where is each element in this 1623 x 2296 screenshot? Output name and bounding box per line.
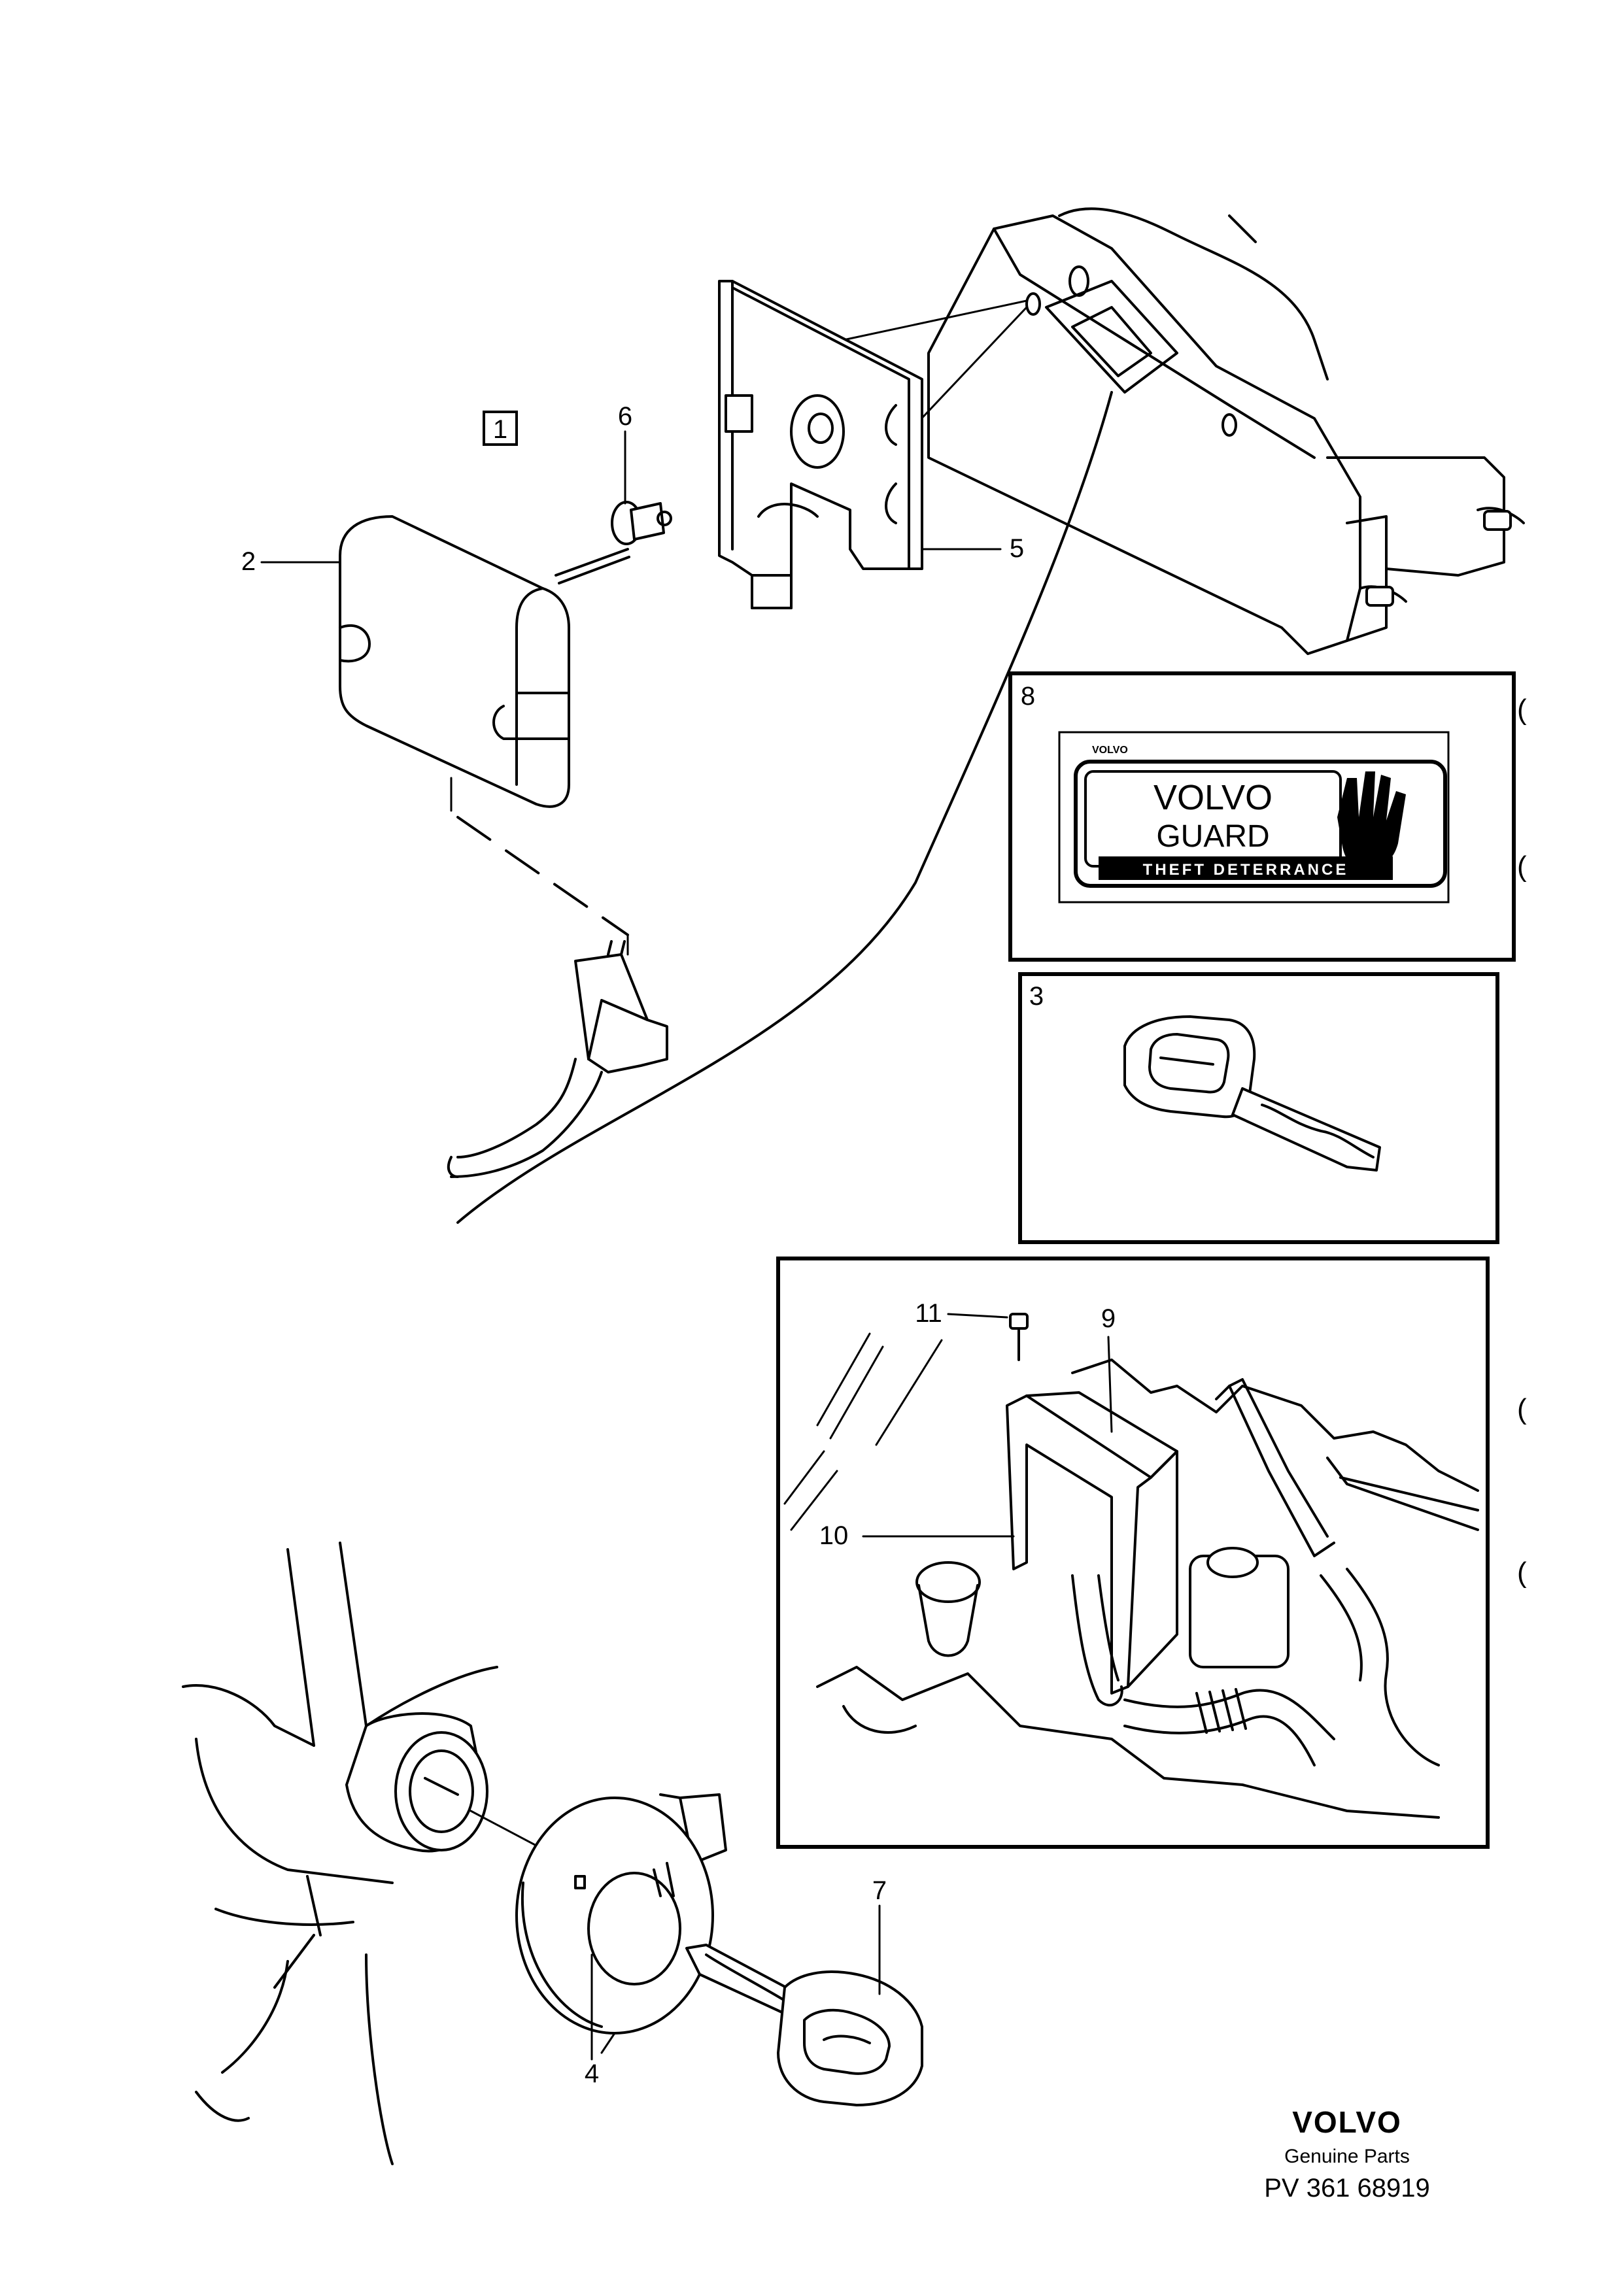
callout-leaders [260, 430, 1002, 2061]
callout-7: 7 [872, 1876, 887, 1905]
callout-9: 9 [1101, 1304, 1116, 1333]
callout-2: 2 [241, 547, 256, 576]
decal-panel [1008, 671, 1516, 962]
decal-small-brand: VOLVO [1092, 745, 1128, 756]
callout-1-frame [483, 411, 518, 446]
decal-line-volvo: VOLVO [1153, 778, 1273, 817]
decal-line-guard: GUARD [1156, 819, 1269, 854]
control-module-drawing [339, 515, 629, 956]
margin-mark-2: ( [1517, 851, 1527, 883]
decal-strip-text: THEFT DETERRANCE [1143, 861, 1349, 879]
callout-3: 3 [1029, 982, 1044, 1011]
margin-mark-1: ( [1517, 694, 1527, 726]
footer-subtitle: Genuine Parts [1284, 2146, 1410, 2167]
callout-6: 6 [618, 402, 632, 431]
margin-mark-4: ( [1517, 1557, 1527, 1589]
callout-1: 1 [493, 415, 507, 444]
callout-11: 11 [915, 1299, 942, 1328]
key-panel [1018, 972, 1499, 1244]
push-pin-drawing [555, 501, 672, 584]
margin-mark-3: ( [1517, 1393, 1527, 1425]
connector-harness-drawing [447, 940, 668, 1178]
callout-4: 4 [585, 2059, 599, 2088]
footer-code: PV 361 68919 [1264, 2174, 1430, 2203]
ignition-lock-drawing [182, 1542, 923, 2165]
footer-brand: VOLVO [1292, 2105, 1402, 2139]
cover-plate-drawing [718, 280, 923, 609]
engine-bay-panel [776, 1257, 1490, 1849]
mounting-bracket-drawing [456, 207, 1525, 1224]
callout-5: 5 [1010, 534, 1024, 563]
callout-10: 10 [819, 1521, 849, 1550]
callout-8: 8 [1021, 682, 1035, 711]
